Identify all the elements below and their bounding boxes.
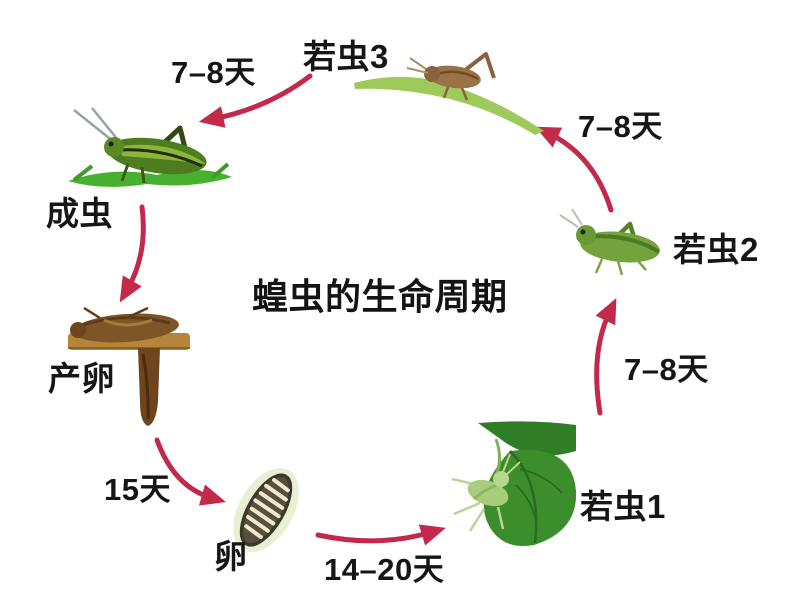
duration-egg-to-nymph1: 14–20天 [324, 552, 445, 587]
egg-laying-image [68, 306, 190, 426]
duration-nymph1-to-nymph2: 7–8天 [624, 352, 709, 387]
adult-grasshopper-image [68, 107, 232, 187]
duration-nymph3-to-adult: 7–8天 [171, 55, 256, 90]
arrow-adult-to-egg-laying [119, 204, 146, 303]
arrow-egg-to-nymph1 [315, 524, 446, 546]
nymph3-image [354, 52, 544, 135]
duration-nymph2-to-nymph3: 7–8天 [578, 109, 663, 144]
stage-label-nymph3: 若虫3 [303, 38, 389, 75]
nymph1-image [451, 421, 577, 546]
arrow-egg-laying-to-egg [154, 437, 226, 506]
arrow-nymph3-to-adult [198, 73, 313, 128]
nymph2-image [559, 208, 661, 276]
stage-label-nymph1: 若虫1 [580, 488, 666, 525]
stage-label-egg: 卵 [214, 538, 248, 575]
egg-pod-image [233, 467, 299, 553]
stage-label-adult: 成虫 [46, 195, 113, 232]
stage-label-egg-laying: 产卵 [48, 360, 115, 397]
arrow-nymph1-to-nymph2 [594, 297, 617, 416]
arrow-nymph2-to-nymph3 [534, 126, 614, 213]
stage-label-nymph2: 若虫2 [673, 231, 759, 268]
diagram-title: 蝗虫的生命周期 [252, 276, 508, 317]
duration-egg-laying-to-egg: 15天 [104, 472, 171, 507]
